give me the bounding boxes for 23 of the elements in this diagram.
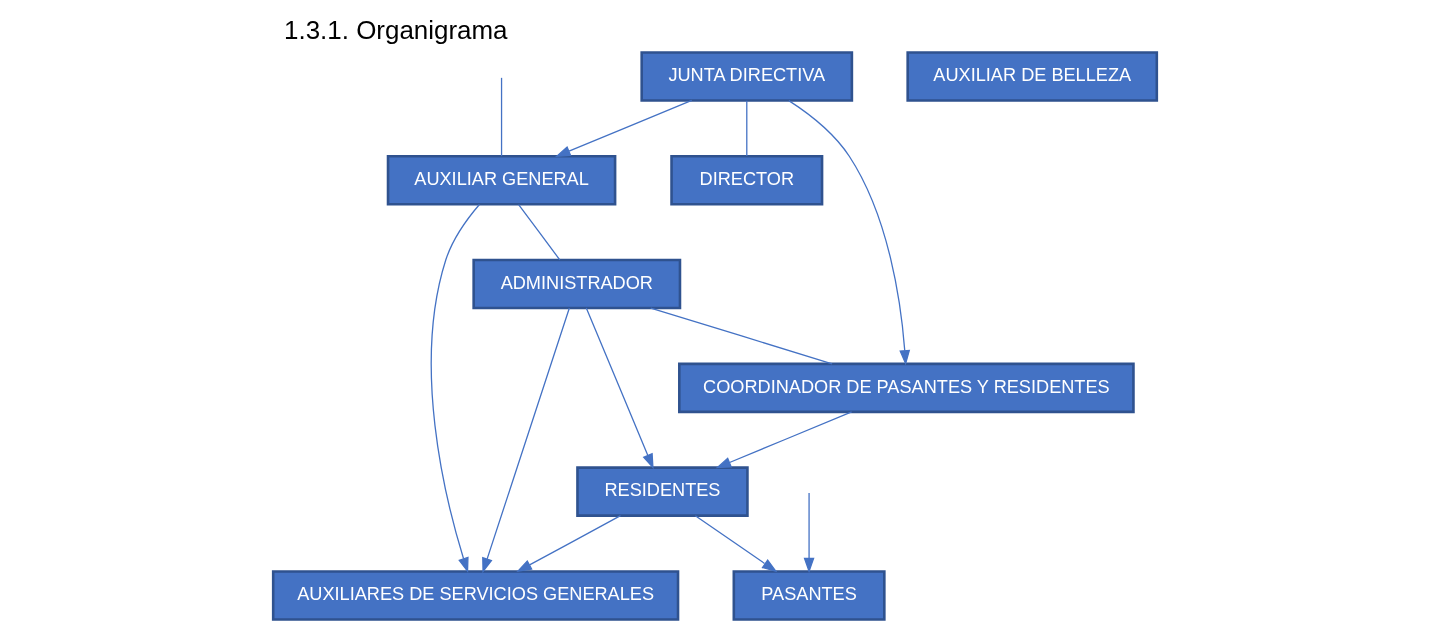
arrow: [515, 515, 621, 573]
node-box: RESIDENTES: [575, 466, 749, 517]
node-box: AUXILIARES DE SERVICIOS GENERALES: [271, 570, 679, 621]
arrow: [803, 492, 815, 574]
arrow: [787, 99, 910, 366]
node-box: PASANTES: [732, 570, 886, 621]
arrow: [430, 203, 480, 574]
connector: [517, 203, 560, 261]
node-box: ADMINISTRADOR: [471, 258, 681, 310]
connector: [500, 77, 502, 157]
diagram-title: 1.3.1. Organigrama: [283, 16, 508, 45]
connector: [745, 100, 747, 157]
node-box: JUNTA DIRECTIVA: [639, 51, 853, 102]
connector: [649, 307, 833, 365]
node-box: AUXILIAR GENERAL: [386, 154, 616, 206]
arrow: [585, 307, 654, 470]
arrow: [554, 99, 692, 157]
node-box: COORDINADOR DE PASANTES Y RESIDENTES: [677, 362, 1135, 414]
node-box: DIRECTOR: [669, 154, 823, 206]
node-box: AUXILIAR DE BELLEZA: [905, 51, 1158, 102]
arrow: [481, 307, 570, 574]
arrow: [715, 411, 852, 469]
arrow: [694, 515, 777, 573]
